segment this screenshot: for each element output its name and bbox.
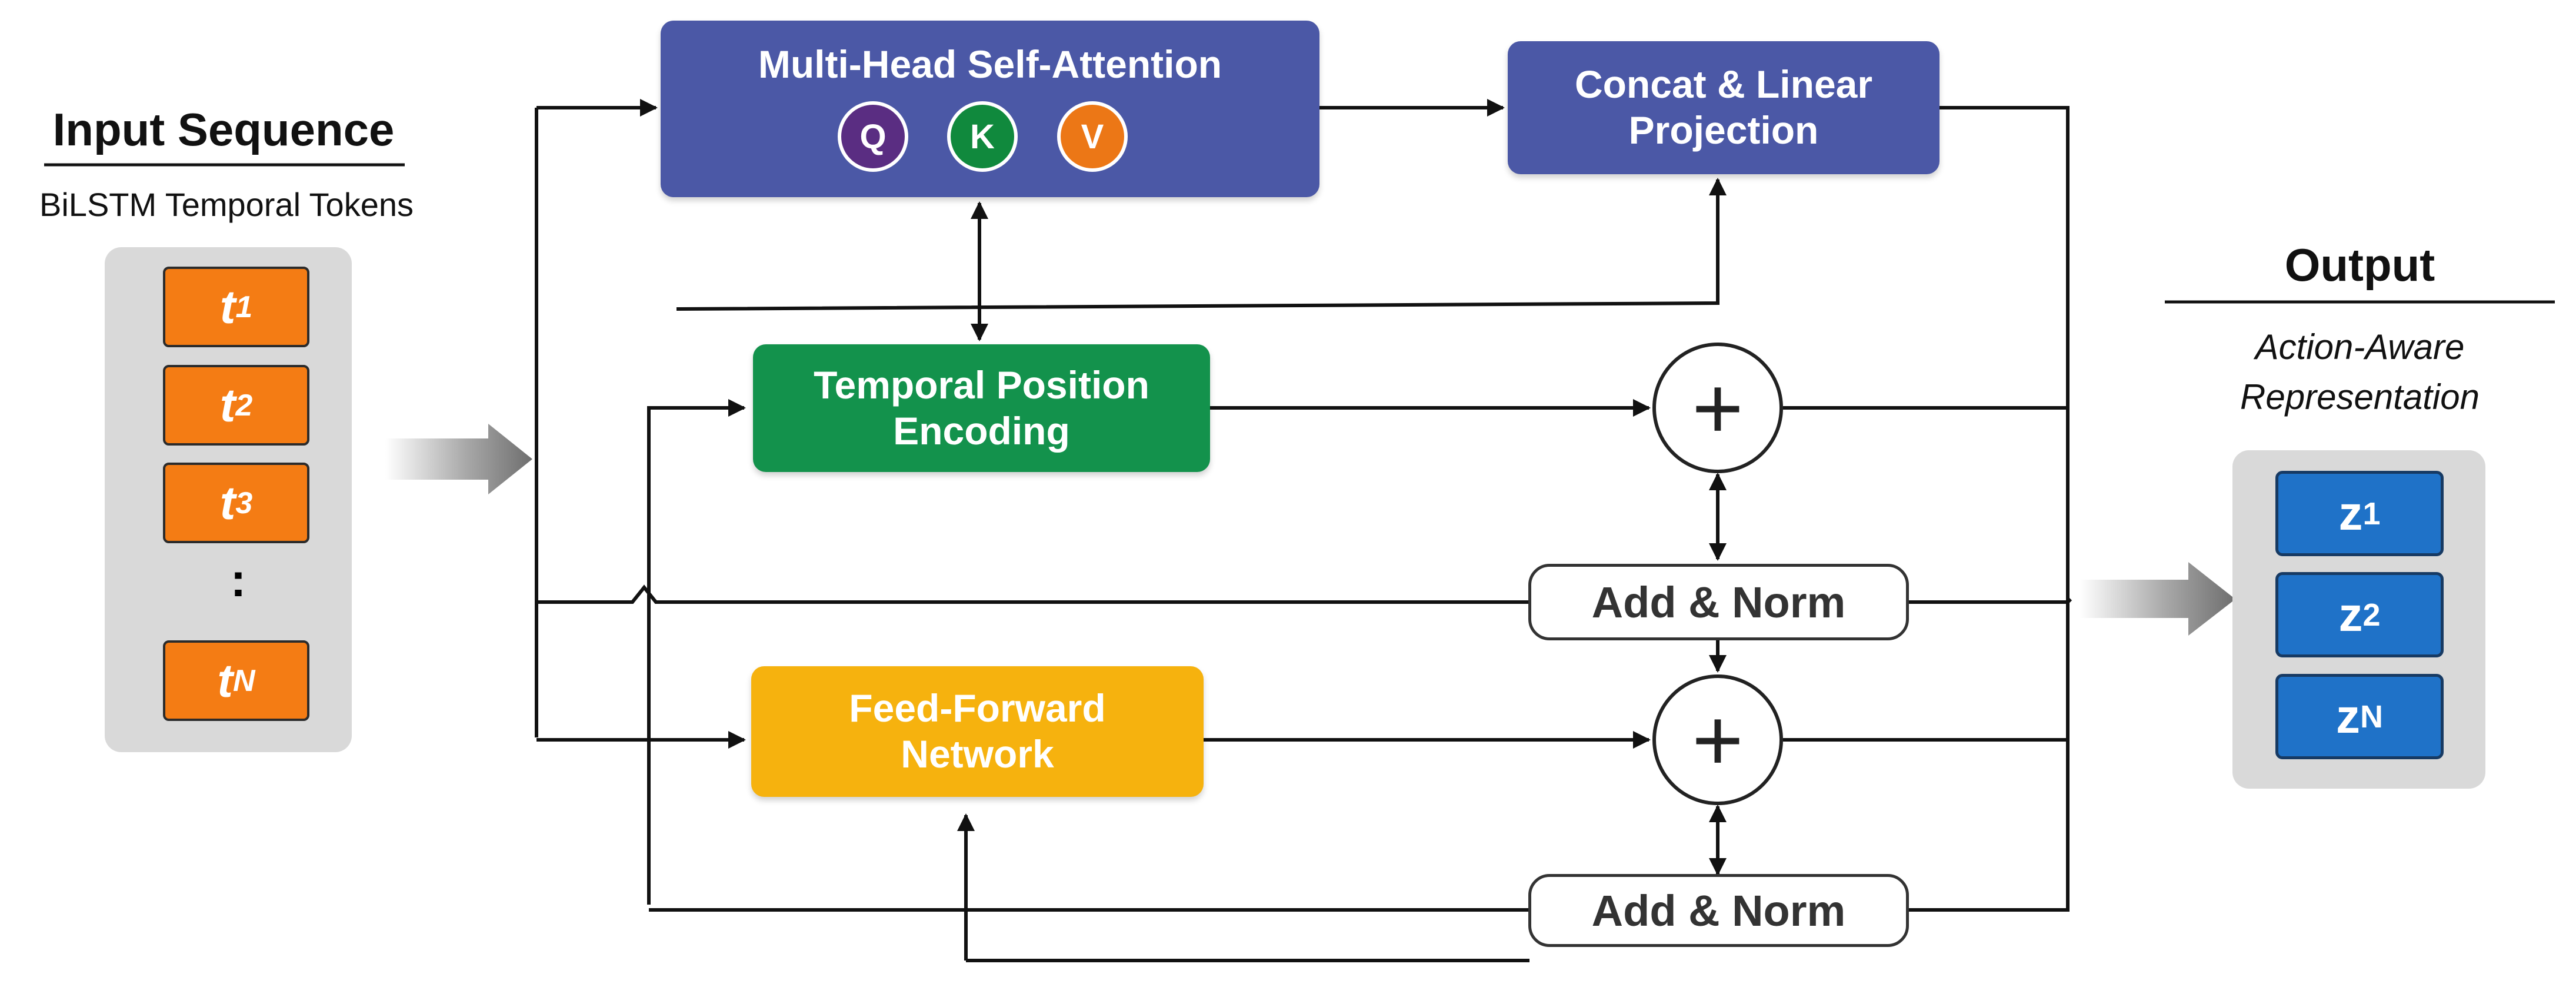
mhsa-label: Multi-Head Self-Attention [758, 42, 1222, 86]
concat-label-line2: Projection [1628, 108, 1819, 152]
concat-linear-projection-block: Concat & Linear Projection [1508, 41, 1940, 174]
add-norm-1: Add & Norm [1528, 564, 1909, 640]
feed-forward-network-block: Feed-Forward Network [751, 666, 1204, 797]
residual-add-node-1: + [1652, 343, 1783, 473]
token-base: t [217, 654, 234, 707]
query-badge: Q [838, 101, 908, 172]
token-sub: 2 [235, 388, 253, 423]
tpe-label-line1: Temporal Position [814, 363, 1149, 407]
output-subtitle-line1: Action-Aware [2255, 327, 2465, 367]
z-base: z [2338, 486, 2363, 540]
output-flow-arrow [2080, 562, 2235, 636]
token-base: t [219, 280, 236, 333]
z-base: z [2336, 689, 2360, 743]
output-subtitle-line2: Representation [2240, 377, 2480, 417]
input-subtitle: BiLSTM Temporal Tokens [39, 186, 414, 223]
temporal-position-encoding-block: Temporal Position Encoding [753, 344, 1210, 472]
token-base: t [219, 378, 236, 431]
tpe-label-line2: Encoding [893, 408, 1070, 453]
add-norm-2: Add & Norm [1528, 874, 1909, 947]
z-base: z [2338, 587, 2363, 642]
ffn-label-line1: Feed-Forward [849, 686, 1106, 730]
z-sub: N [2360, 699, 2383, 735]
key-badge: K [947, 101, 1018, 172]
token-base: t [219, 476, 236, 529]
ffn-label-line2: Network [901, 732, 1054, 776]
output-title: Output [2284, 239, 2435, 291]
residual-add-node-2: + [1652, 674, 1783, 805]
input-flow-arrow [385, 424, 532, 494]
token-sub: N [233, 663, 255, 698]
value-badge: V [1057, 101, 1128, 172]
token-sub: 3 [235, 486, 253, 520]
wire-to-tpe [647, 399, 746, 905]
concat-label-line1: Concat & Linear [1574, 62, 1873, 107]
input-title: Input Sequence [52, 104, 395, 155]
token-ellipsis: : [230, 554, 246, 606]
z-sub: 1 [2362, 496, 2381, 531]
z-sub: 2 [2362, 597, 2381, 633]
token-sub: 1 [235, 290, 253, 324]
